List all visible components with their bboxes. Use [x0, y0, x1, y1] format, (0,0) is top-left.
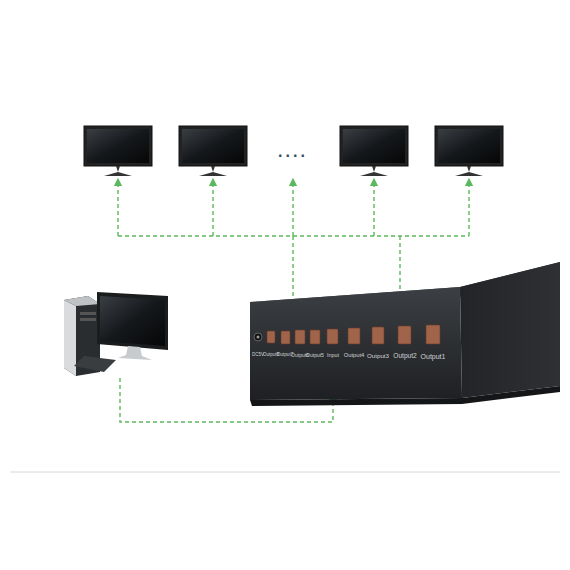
- port-label: Output3: [367, 353, 389, 359]
- port-label: Output2: [393, 353, 416, 360]
- port-label: Output1: [421, 353, 446, 360]
- port-label: Input: [327, 353, 339, 358]
- monitor: [179, 126, 247, 176]
- ellipsis-dots: ....: [278, 144, 308, 160]
- port-label: Output7: [276, 353, 293, 358]
- monitor: [340, 126, 408, 176]
- monitor: [84, 126, 152, 176]
- computer: [64, 292, 168, 376]
- hdmi-port: [267, 325, 440, 344]
- port-label: Output4: [344, 353, 365, 359]
- port-label: DC5V: [252, 353, 264, 358]
- separator-line: [10, 472, 560, 473]
- monitor: [435, 126, 503, 176]
- hdmi-splitter: [250, 262, 560, 406]
- port-label: Output5: [306, 353, 324, 358]
- signal-wire: [118, 182, 469, 422]
